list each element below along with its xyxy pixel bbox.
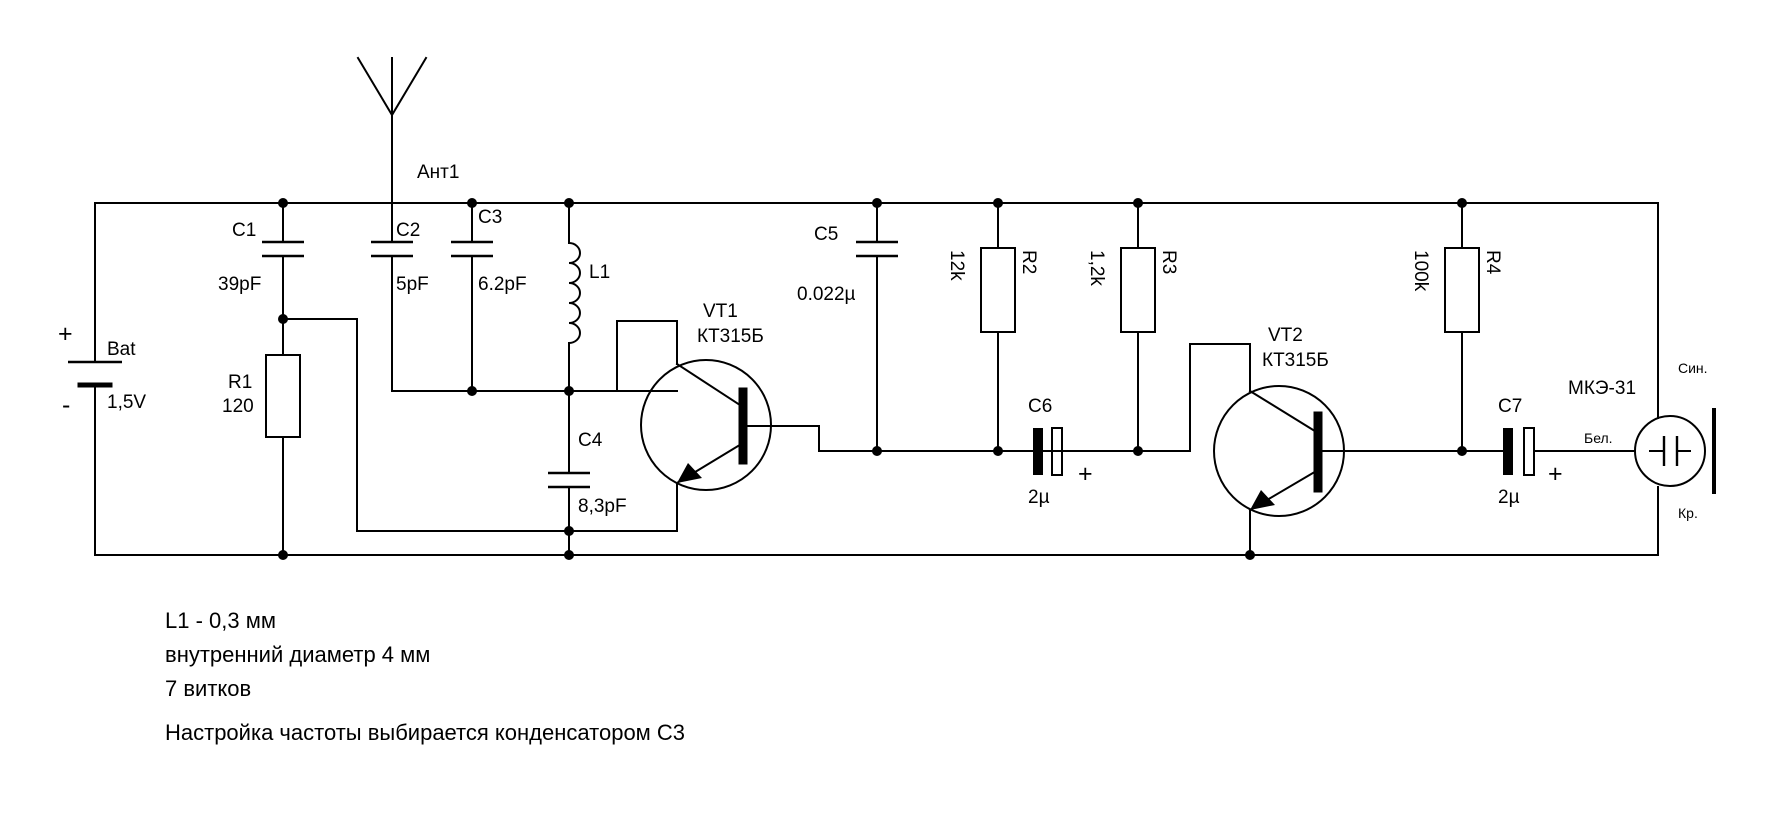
notes-block: L1 - 0,3 мм внутренний диаметр 4 мм 7 ви… (165, 608, 685, 745)
junction-dot (278, 550, 288, 560)
mic-pin-top: Син. (1678, 360, 1708, 376)
r3-value: 1,2k (1086, 250, 1107, 286)
vt1-collector-wire (616, 320, 678, 392)
resistor-r3 (1120, 247, 1156, 333)
vt2-collector-wire (1189, 343, 1251, 452)
c4-value: 8,3pF (578, 496, 627, 517)
junction-dot (564, 526, 574, 536)
r3-name: R3 (1158, 250, 1179, 274)
battery-voltage: 1,5V (107, 392, 146, 413)
vt1-base-wire (742, 425, 1121, 452)
wires (94, 114, 1659, 556)
antenna-symbol (356, 56, 428, 117)
junction-dots (278, 198, 1467, 560)
c2-value: 5pF (396, 274, 429, 295)
junction-dot (993, 198, 1003, 208)
capacitor-c5 (856, 240, 898, 258)
resistor-r4 (1444, 247, 1480, 333)
r1-name: R1 (228, 372, 252, 393)
c3-name: C3 (478, 207, 502, 228)
capacitor-c4 (548, 471, 590, 489)
vt2-type: КТ315Б (1262, 350, 1329, 371)
mic-pin-left: Бел. (1584, 430, 1613, 446)
junction-dot (872, 198, 882, 208)
c5-value: 0.022µ (797, 284, 856, 305)
r2-value: 12k (946, 250, 967, 281)
c2-name: C2 (396, 220, 420, 241)
note-coil-wire: L1 - 0,3 мм (165, 608, 276, 633)
battery-name: Bat (107, 339, 136, 360)
junction-dot (1457, 446, 1467, 456)
vt1-emitter-wire (282, 318, 678, 532)
note-coil-turns: 7 витков (165, 676, 251, 701)
c7-plus-sign: + (1548, 460, 1563, 488)
junction-dot (467, 198, 477, 208)
junction-dot (278, 314, 288, 324)
c6-plus-sign: + (1078, 460, 1093, 488)
battery-plus-sign: + (58, 320, 73, 348)
c6-value: 2µ (1028, 487, 1050, 508)
inductor-l1 (567, 241, 581, 345)
l1-name: L1 (589, 262, 610, 283)
junction-dot (564, 550, 574, 560)
junction-dot (1245, 550, 1255, 560)
c6-name: C6 (1028, 396, 1052, 417)
c7-hollow-plate (1523, 427, 1535, 476)
mic-name: МКЭ-31 (1568, 378, 1636, 399)
resistor-r1 (265, 354, 301, 438)
battery-symbol (68, 360, 122, 388)
microphone-symbol (1634, 408, 1716, 494)
transistor-vt2 (1213, 385, 1345, 517)
junction-dot (1133, 446, 1143, 456)
junction-dot (467, 386, 477, 396)
capacitor-c2 (371, 240, 413, 258)
junction-dot (1457, 198, 1467, 208)
antenna-label: Ант1 (417, 162, 459, 183)
r4-name: R4 (1482, 250, 1503, 275)
junction-dot (278, 198, 288, 208)
mic-pin-bottom: Кр. (1678, 505, 1698, 521)
r1-value: 120 (222, 396, 254, 417)
capacitor-c1 (262, 240, 304, 258)
c6-solid-plate (1033, 428, 1043, 475)
c7-solid-plate (1503, 428, 1513, 475)
capacitor-c3 (451, 240, 493, 258)
vt2-name: VT2 (1268, 325, 1303, 346)
note-tuning: Настройка частоты выбирается конденсатор… (165, 720, 685, 745)
tank-node-wire (391, 255, 678, 392)
c7-name: C7 (1498, 396, 1522, 417)
c7-value: 2µ (1498, 487, 1520, 508)
junction-dot (564, 386, 574, 396)
c3-value: 6.2pF (478, 274, 527, 295)
junction-dot (1133, 198, 1143, 208)
capacitor-c7 (1502, 427, 1539, 476)
resistor-r2 (980, 247, 1016, 333)
r4-value: 100k (1410, 250, 1431, 292)
c4-name: C4 (578, 430, 603, 451)
c1-name: C1 (232, 220, 256, 241)
c6-hollow-plate (1051, 427, 1063, 476)
junction-dot (872, 446, 882, 456)
vt1-type: КТ315Б (697, 326, 764, 347)
battery-minus-sign: - (62, 391, 70, 419)
note-coil-diameter: внутренний диаметр 4 мм (165, 642, 430, 667)
capacitor-c6 (1003, 427, 1073, 476)
junction-dot (564, 198, 574, 208)
junction-dot (993, 446, 1003, 456)
transistor-vt1 (640, 359, 772, 491)
c1-value: 39pF (218, 274, 261, 295)
c5-name: C5 (814, 224, 838, 245)
vt1-name: VT1 (703, 301, 738, 322)
r2-name: R2 (1018, 250, 1039, 274)
